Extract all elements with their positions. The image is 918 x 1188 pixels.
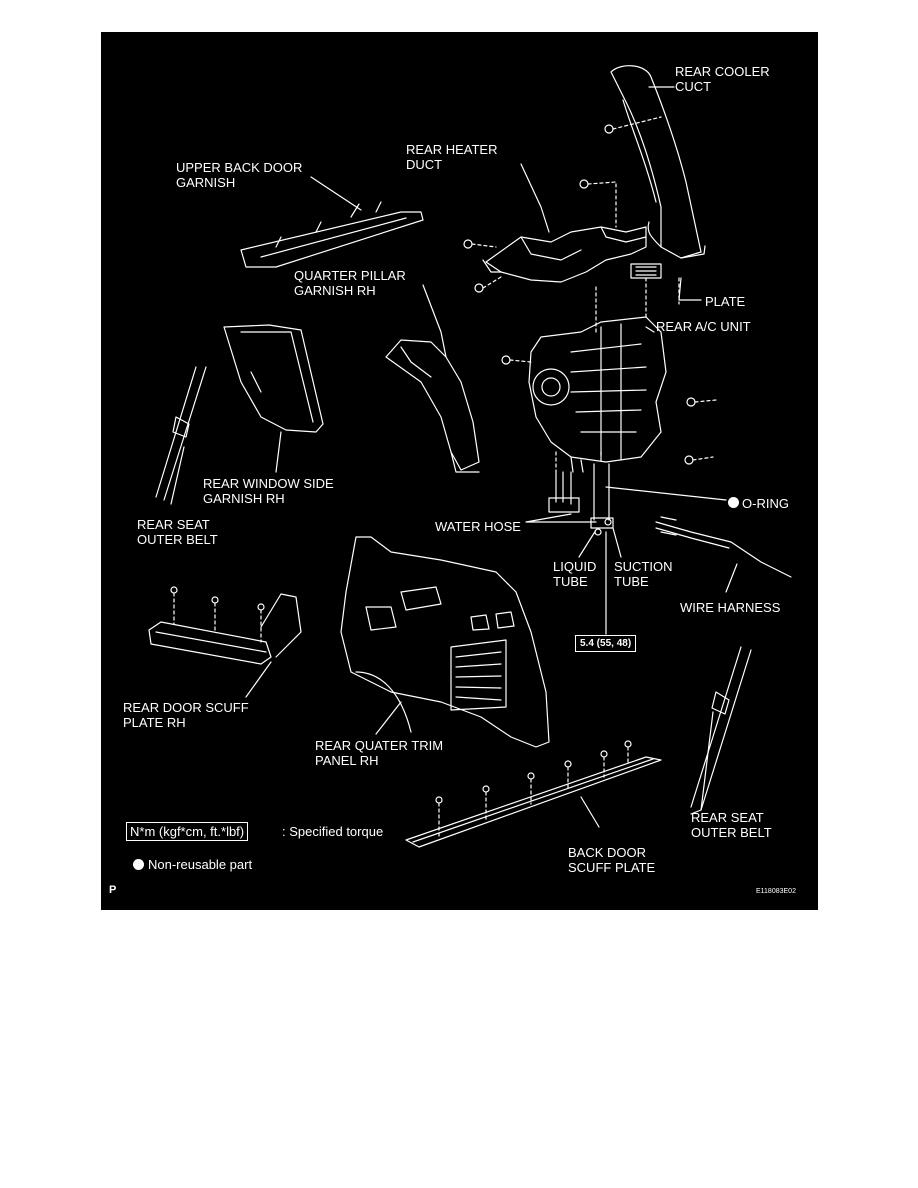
legend-torque-unit: N*m (kgf*cm, ft.*lbf) bbox=[126, 822, 249, 841]
back-door-scuff-plate-part bbox=[405, 756, 662, 848]
rear-heater-duct-part bbox=[482, 226, 647, 283]
quarter-pillar-garnish-part bbox=[385, 339, 480, 473]
non-reusable-dot-o-ring bbox=[728, 497, 739, 508]
rear-quarter-trim-panel-part bbox=[340, 536, 550, 748]
plate-part bbox=[630, 263, 662, 279]
rear-seat-outer-belt-left-part bbox=[155, 366, 207, 501]
label-water-hose: WATER HOSE bbox=[435, 519, 521, 534]
diagram-artwork bbox=[148, 65, 792, 848]
label-quarter-pillar-garnish: QUARTER PILLAR GARNISH RH bbox=[294, 268, 406, 298]
rear-ac-unit-part bbox=[528, 316, 667, 473]
label-rear-seat-outer-belt-left: REAR SEAT OUTER BELT bbox=[137, 517, 218, 547]
legend-torque-desc: : Specified torque bbox=[282, 824, 384, 839]
label-back-door-scuff-plate: BACK DOOR SCUFF PLATE bbox=[568, 845, 656, 875]
non-reusable-dot-legend bbox=[133, 859, 144, 870]
label-o-ring: O-RING bbox=[742, 496, 789, 511]
hoses-tubes-part bbox=[548, 463, 614, 529]
rear-window-side-garnish-part bbox=[223, 324, 324, 433]
label-liquid-tube: LIQUID TUBE bbox=[553, 559, 597, 589]
label-rear-door-scuff-plate: REAR DOOR SCUFF PLATE RH bbox=[123, 700, 249, 730]
label-rear-seat-outer-belt-right: REAR SEAT OUTER BELT bbox=[691, 810, 772, 840]
rear-cooler-duct-part bbox=[610, 65, 706, 259]
rear-seat-outer-belt-right-part bbox=[690, 646, 752, 811]
upper-back-door-garnish-part bbox=[240, 201, 424, 268]
legend-non-reusable: Non-reusable part bbox=[148, 857, 253, 872]
alignment-lines bbox=[173, 116, 717, 838]
label-rear-heater-duct: REAR HEATER DUCT bbox=[406, 142, 498, 172]
label-wire-harness: WIRE HARNESS bbox=[680, 600, 781, 615]
label-suction-tube: SUCTION TUBE bbox=[614, 559, 673, 589]
exploded-diagram: REAR COOLER CUCT REAR HEATER DUCT UPPER … bbox=[101, 32, 818, 910]
label-rear-window-side-garnish: REAR WINDOW SIDE GARNISH RH bbox=[203, 476, 334, 506]
leader-lines bbox=[170, 86, 738, 828]
label-plate: PLATE bbox=[705, 294, 746, 309]
figure-code: E118083E02 bbox=[756, 888, 796, 895]
wire-harness-part bbox=[655, 516, 792, 578]
label-rear-quarter-trim-panel: REAR QUATER TRIM PANEL RH bbox=[315, 738, 444, 768]
torque-value-box: 5.4 (55, 48) bbox=[575, 635, 637, 652]
label-upper-back-door-garnish: UPPER BACK DOOR GARNISH bbox=[176, 160, 303, 190]
label-rear-cooler-duct: REAR COOLER CUCT bbox=[675, 64, 770, 94]
label-rear-ac-unit: REAR A/C UNIT bbox=[656, 319, 751, 334]
corner-letter: P bbox=[109, 884, 117, 896]
rear-door-scuff-plate-part bbox=[148, 593, 302, 665]
